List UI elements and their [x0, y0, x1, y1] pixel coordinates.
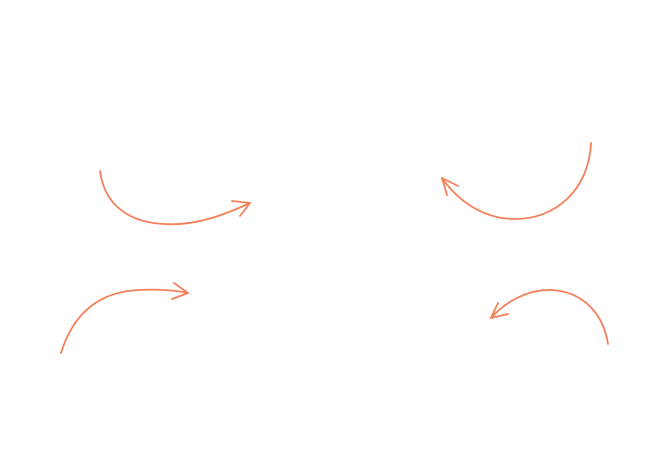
curved-arrow-right-icon — [99, 170, 251, 226]
arrow-head — [490, 302, 509, 319]
arrow-head — [231, 200, 251, 217]
curved-arrow-right-icon — [60, 282, 189, 354]
curved-arrow-left-icon — [490, 289, 609, 345]
arrow-shaft — [490, 289, 609, 345]
arrow-shaft — [99, 170, 251, 226]
arrow-head — [441, 177, 459, 196]
arrow-shaft — [441, 142, 592, 220]
curved-arrow-left-icon — [441, 142, 592, 220]
arrow-head — [171, 282, 189, 300]
arrow-shaft — [60, 288, 189, 354]
